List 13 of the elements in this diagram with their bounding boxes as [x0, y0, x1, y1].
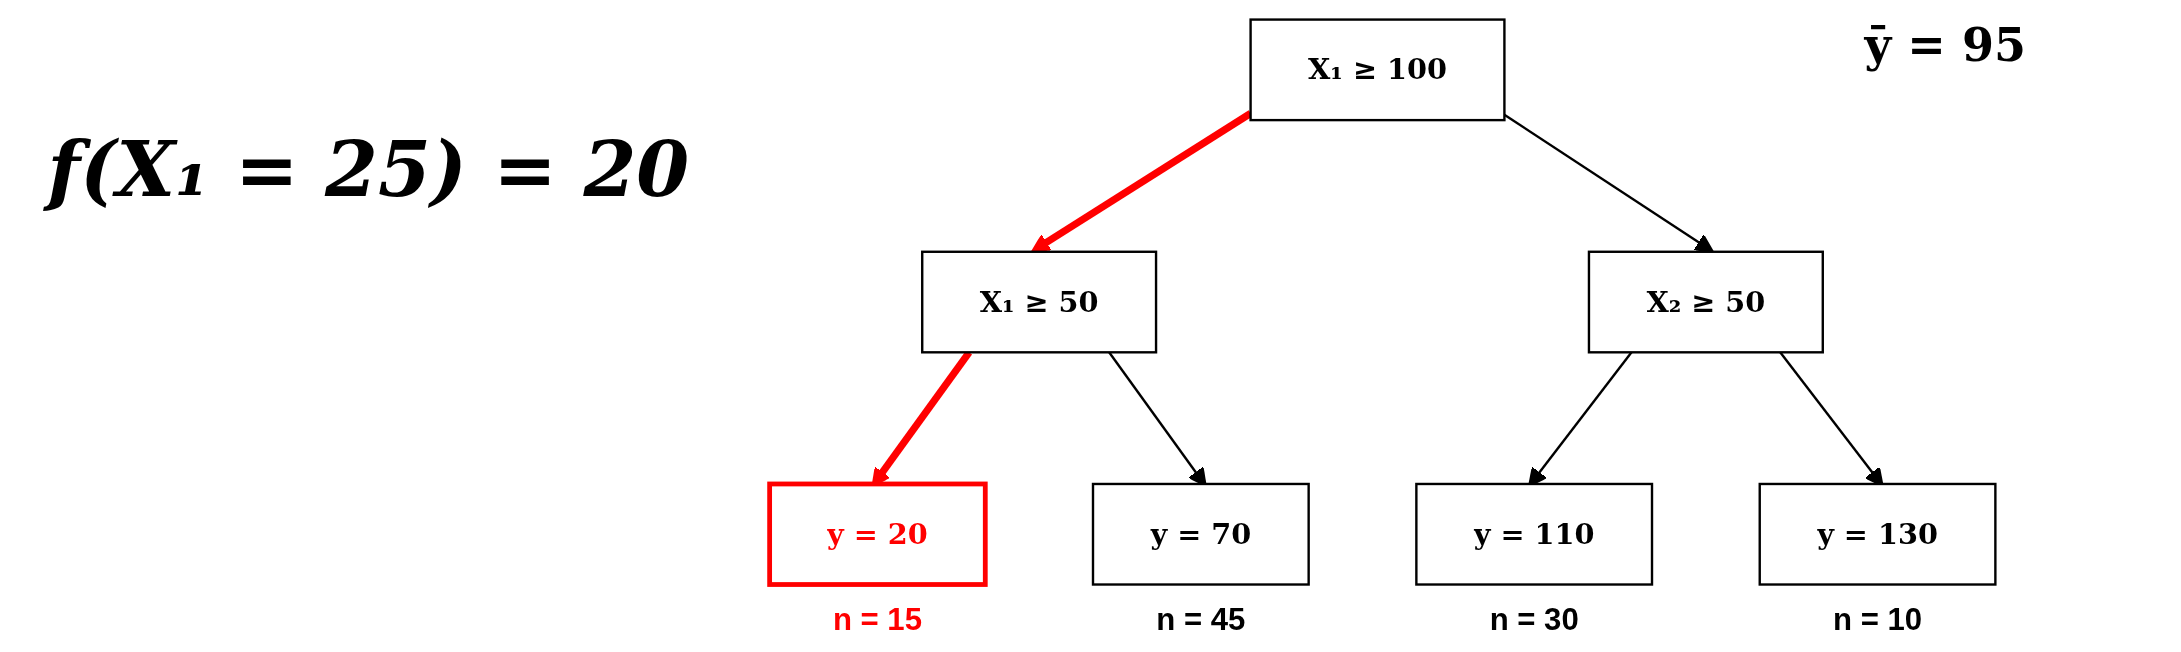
- sample-count-label: n = 30: [1489, 602, 1579, 637]
- sample-count-label: n = 45: [1156, 602, 1246, 637]
- node-box: X₂ ≥ 50: [1587, 250, 1824, 354]
- node-box: y = 20: [767, 481, 988, 587]
- node-box: y = 70: [1091, 482, 1310, 586]
- sample-count-label: n = 15: [832, 602, 922, 637]
- formula-text: f(X₁ = 25) = 20: [40, 115, 709, 226]
- node-box: X₁ ≥ 100: [1249, 18, 1506, 122]
- node-box: y = 110: [1415, 482, 1654, 586]
- sample-count-label: n = 10: [1833, 602, 1923, 637]
- node-box: y = 130: [1758, 482, 1997, 586]
- mean-value-label: ȳ = 95: [1863, 17, 2027, 74]
- node-box: X₁ ≥ 50: [921, 250, 1158, 354]
